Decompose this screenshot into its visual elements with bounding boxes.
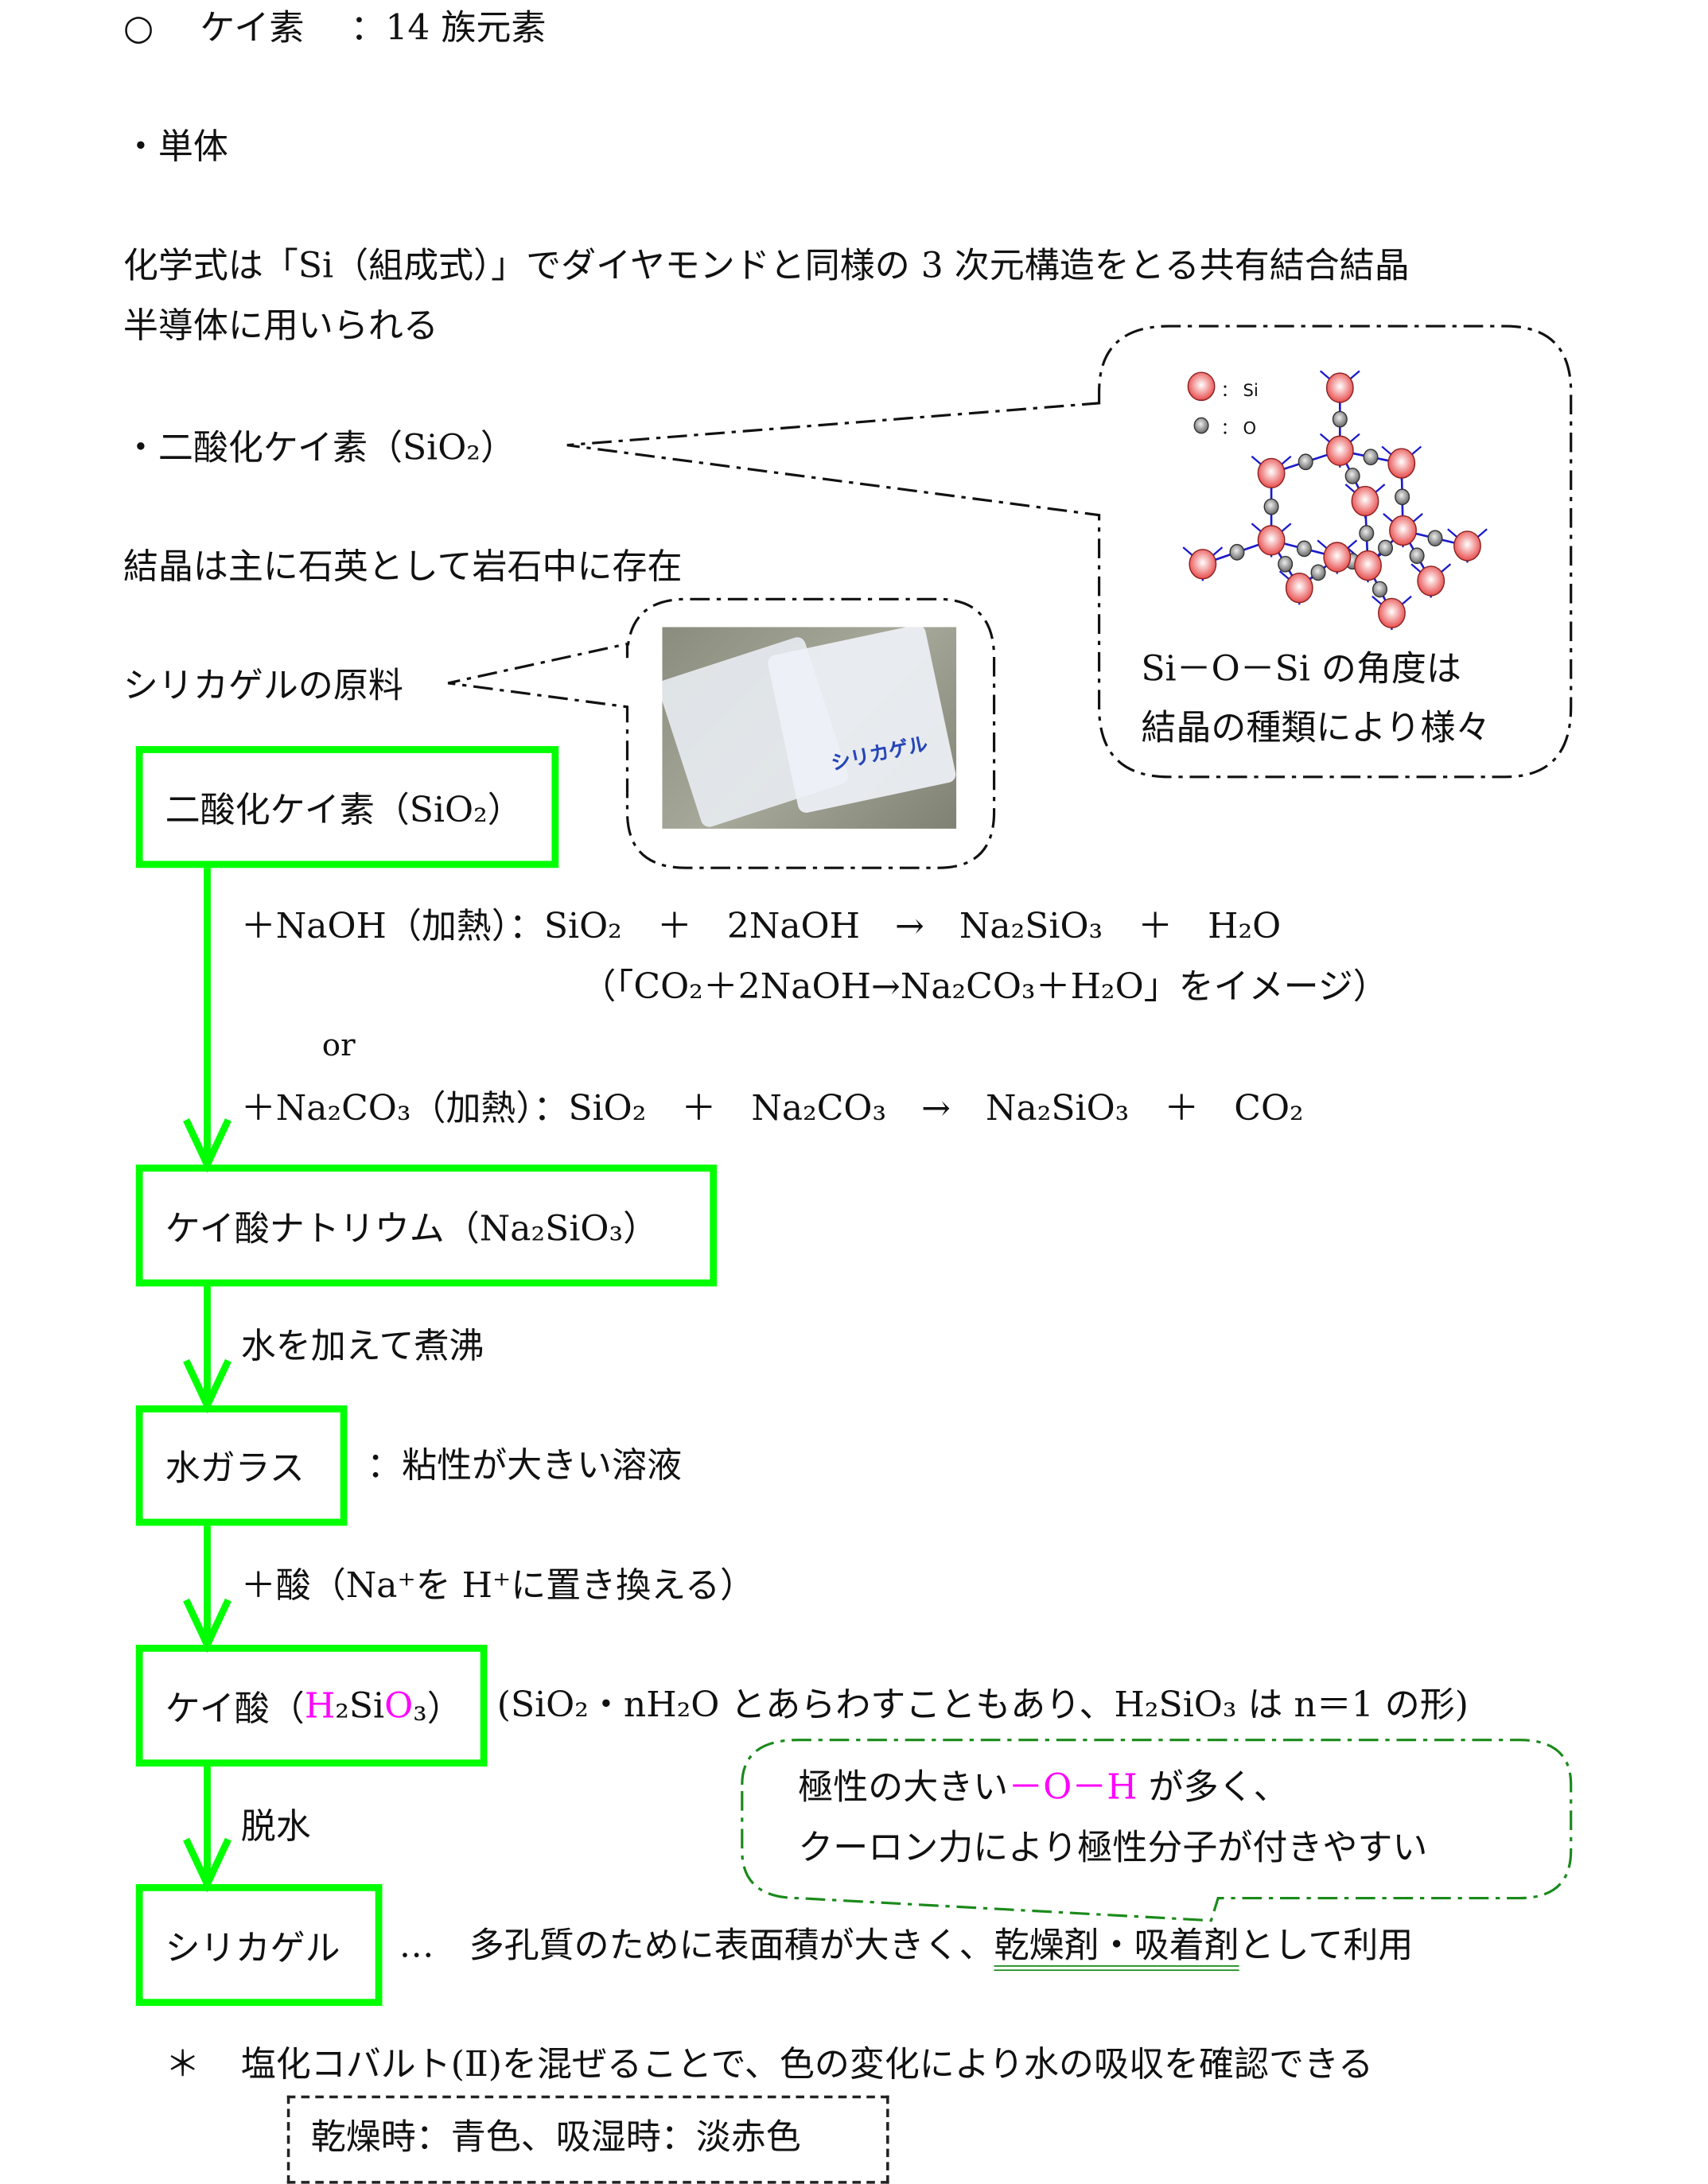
sio2-structure-illustration	[1182, 370, 1488, 630]
silicon-atom	[1325, 435, 1354, 466]
oxygen-atom	[1344, 468, 1360, 484]
oxygen-atom	[1371, 581, 1387, 598]
footnote-text: 塩化コバルト(Ⅱ)を混ぜることで、色の変化により水の吸収を確認できる	[240, 2043, 1374, 2085]
oxygen-atom	[1229, 543, 1245, 561]
silicon-atom	[1351, 485, 1379, 517]
oxygen-atom	[1263, 498, 1279, 515]
polar-suffix: が多く、	[1137, 1766, 1289, 1808]
simple-line1: 化学式は「Si（組成式）」でダイヤモンドと同様の 3 次元構造をとる共有結合結晶	[123, 245, 1410, 286]
silicic-acid-o: O	[384, 1685, 414, 1727]
dioxide-line2: シリカゲルの原料	[123, 665, 403, 706]
footnote-marker: ＊	[165, 2043, 200, 2085]
oxygen-atom	[1363, 449, 1379, 466]
reaction-naoh-note: （「CO₂＋2NaOH→Na₂CO₃＋H₂O」をイメージ）	[581, 966, 1388, 1007]
dioxide-line1: 結晶は主に石英として岩石中に存在	[123, 546, 683, 587]
reaction-naoh: ＋NaOH（加熱）：SiO₂ ＋ 2NaOH → Na₂SiO₃ ＋ H₂O	[240, 905, 1282, 946]
oxygen-atom	[1296, 540, 1312, 558]
step-dehydrate: 脱水	[240, 1805, 311, 1847]
silicic-acid-mid: ₂Si	[335, 1685, 385, 1727]
silicon-atom	[1417, 565, 1445, 597]
oxygen-atom	[1395, 488, 1410, 506]
photo-callout-outline	[447, 597, 996, 869]
step-acid: ＋酸（Na⁺を H⁺に置き換える）	[240, 1564, 755, 1606]
arrow-1	[183, 868, 231, 1173]
dioxide-label: ・二酸化ケイ素（SiO₂）	[123, 426, 516, 468]
silicon-atom	[1257, 525, 1286, 556]
silicic-acid-note: (SiO₂・nH₂O とあらわすこともあり、H₂SiO₃ は n＝1 の形)	[496, 1684, 1469, 1725]
silicon-atom	[1354, 550, 1382, 581]
simple-line2: 半導体に用いられる	[123, 305, 438, 346]
structure-line1: Si－O－Si の角度は	[1141, 647, 1461, 689]
oxygen-atom	[1409, 547, 1425, 565]
polar-callout-outline	[741, 1739, 1573, 1922]
oxygen-atom	[1310, 564, 1326, 581]
silicon-atom	[1453, 530, 1481, 562]
box-water-glass: 水ガラス	[135, 1405, 348, 1526]
silica-gel-note: … 多孔質のために表面積が大きく、乾燥剤・吸着剤として利用	[399, 1923, 1414, 1972]
heading: ○ ケイ素 ：14 族元素	[123, 6, 547, 50]
legend-o: ： O	[1220, 418, 1257, 438]
silicon-atom	[1387, 448, 1416, 479]
box-silica-gel: シリカゲル	[135, 1883, 383, 2007]
silicon-atom	[1389, 515, 1417, 546]
legend-si-icon	[1187, 371, 1216, 402]
heading-subtitle: ：14 族元素	[350, 6, 547, 48]
structure-line2: 結晶の種類により様々	[1141, 706, 1491, 748]
polar-oh: －O－H	[1008, 1766, 1138, 1808]
or-label: or	[321, 1028, 356, 1064]
reaction-na2co3: ＋Na₂CO₃（加熱）：SiO₂ ＋ Na₂CO₃ → Na₂SiO₃ ＋ CO…	[240, 1087, 1304, 1129]
oxygen-atom	[1278, 555, 1294, 573]
oxygen-atom	[1427, 530, 1443, 547]
footnote-box-text: 乾燥時：青色、吸湿時：淡赤色	[310, 2116, 801, 2158]
box-silicon-dioxide: 二酸化ケイ素（SiO₂）	[135, 746, 559, 869]
step-boil: 水を加えて煮沸	[240, 1325, 484, 1366]
box-sodium-silicate: ケイ酸ナトリウム（Na₂SiO₃）	[135, 1164, 718, 1287]
silicon-atom	[1378, 597, 1406, 629]
silicon-atom	[1323, 542, 1352, 573]
oxygen-atom	[1332, 410, 1348, 428]
structure-callout-outline	[566, 324, 1573, 779]
legend-si: ： Si	[1220, 380, 1259, 401]
polar-prefix: 極性の大きい	[798, 1766, 1009, 1808]
silicic-acid-h: H	[304, 1685, 336, 1727]
silicon-atom	[1257, 457, 1286, 489]
oxygen-atom	[1378, 539, 1394, 557]
silica-gel-note-prefix: … 多孔質のために表面積が大きく、	[399, 1925, 994, 1966]
polar-line2: クーロン力により極性分子が付きやすい	[798, 1826, 1428, 1867]
silicic-acid-suffix: ₃）	[413, 1687, 462, 1728]
silicon-atom	[1285, 573, 1313, 604]
legend-o-icon	[1193, 417, 1209, 434]
silicic-acid-prefix: ケイ酸（	[165, 1687, 305, 1728]
footnote-box	[286, 2095, 889, 2184]
water-glass-note: ：粘性が大きい溶液	[367, 1444, 683, 1486]
heading-marker: ○	[123, 6, 154, 48]
polar-line1: 極性の大きい－O－H が多く、	[798, 1765, 1288, 1809]
arrow-4	[183, 1766, 231, 1893]
arrow-2	[183, 1286, 231, 1414]
oxygen-atom	[1359, 525, 1375, 542]
silica-gel-note-underlined: 乾燥剤・吸着剤	[994, 1925, 1239, 1972]
arrow-3	[183, 1525, 231, 1654]
simple-label: ・単体	[123, 126, 228, 167]
silica-gel-note-suffix: として利用	[1239, 1925, 1414, 1966]
oxygen-atom	[1298, 453, 1313, 471]
heading-title: ケイ素	[200, 6, 305, 48]
silicon-atom	[1325, 372, 1354, 403]
silica-gel-photo: シリカゲル	[662, 627, 957, 829]
silicon-atom	[1189, 549, 1217, 580]
